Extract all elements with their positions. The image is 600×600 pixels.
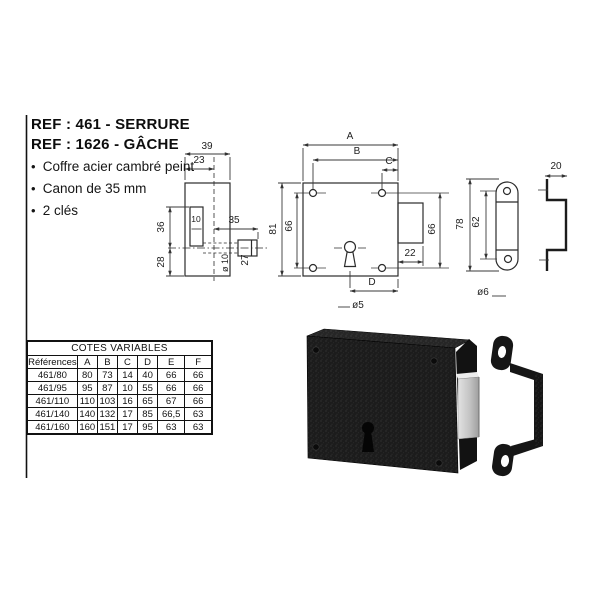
table-cell: 95 <box>137 420 159 435</box>
photo-strike-hole-bottom <box>500 455 510 467</box>
dim-label-D: D <box>368 277 376 288</box>
photo-keyhole <box>362 422 374 452</box>
photo-bolt-top <box>456 372 479 379</box>
table-cell: 461/160 <box>26 420 78 435</box>
follower-slot <box>189 206 204 247</box>
feature-item-cles: 2 clés <box>31 203 78 218</box>
table-cell: 10 <box>116 381 139 395</box>
feature-item-coffre: Coffre acier cambré peint <box>31 159 194 174</box>
ref-line-serrure: REF : 461 - SERRURE <box>31 116 190 133</box>
dim-label-27: 27 <box>240 254 251 266</box>
table-title-row: COTES VARIABLES <box>26 340 213 356</box>
table-cell: 95 <box>76 381 98 395</box>
dim-label-dia5: ø5 <box>352 300 364 311</box>
table-cell: 63 <box>184 420 213 435</box>
dim-label-B: B <box>353 146 361 157</box>
table-cell: 160 <box>76 420 98 435</box>
dim-label-23: 23 <box>193 155 205 166</box>
table-cell: 140 <box>76 407 98 421</box>
keyhole <box>343 240 357 268</box>
column-header: D <box>137 355 159 369</box>
dim-label-78: 78 <box>455 218 466 230</box>
dim-label-66-left: 66 <box>284 220 295 232</box>
table-cell: 17 <box>116 407 139 421</box>
table-cell: 65 <box>137 394 159 408</box>
table-cell: 67 <box>157 394 186 408</box>
strike-profile-line <box>545 179 568 271</box>
table-cell: 461/140 <box>26 407 78 421</box>
table-cell: 461/95 <box>26 381 78 395</box>
table-cell: 63 <box>184 407 213 421</box>
column-header: Références <box>26 355 78 369</box>
dim-label-dia6: ø6 <box>477 287 489 298</box>
dim-label-10: 10 <box>191 214 201 224</box>
product-photo <box>306 328 543 477</box>
dim-label-66-right: 66 <box>427 223 438 235</box>
table-cell: 110 <box>76 394 98 408</box>
table-cell: 55 <box>137 381 159 395</box>
table-cell: 66,5 <box>157 407 186 421</box>
table-cell: 66 <box>184 381 213 395</box>
table-cell: 103 <box>96 394 118 408</box>
column-header: F <box>184 355 213 369</box>
table-cell: 85 <box>137 407 159 421</box>
table-cell: 461/80 <box>26 368 78 382</box>
table-cell: 66 <box>184 394 213 408</box>
table-cell: 132 <box>96 407 118 421</box>
front-view-drawing <box>278 143 449 308</box>
table-cell: 40 <box>137 368 159 382</box>
table-cell: 87 <box>96 381 118 395</box>
dim-label-62: 62 <box>471 216 482 228</box>
photo-screw-holes <box>312 346 443 467</box>
photo-strike-hole-top <box>497 346 507 358</box>
table-title: COTES VARIABLES <box>26 340 213 356</box>
strike-profile-drawing <box>538 174 568 271</box>
table-cell: 66 <box>157 368 186 382</box>
table-cell: 73 <box>96 368 118 382</box>
column-header: E <box>157 355 186 369</box>
feature-item-canon: Canon de 35 mm <box>31 181 147 196</box>
table-cell: 80 <box>76 368 98 382</box>
screw-holes <box>308 188 387 273</box>
column-header: C <box>116 355 139 369</box>
table-cell: 16 <box>116 394 139 408</box>
strike-plate-outline <box>495 181 519 271</box>
table-cell: 151 <box>96 420 118 435</box>
dim-label-C: C <box>385 156 393 167</box>
dim-label-28: 28 <box>156 256 167 268</box>
bolt-outline <box>397 202 424 244</box>
photo-bolt <box>457 376 480 440</box>
column-header: B <box>96 355 118 369</box>
dim-label-A: A <box>346 131 354 142</box>
ref-line-gache: REF : 1626 - GÂCHE <box>31 136 179 153</box>
strike-plate-drawing <box>466 178 519 297</box>
dim-label-35: 35 <box>228 215 240 226</box>
column-header: A <box>76 355 98 369</box>
dim-label-36: 36 <box>156 221 167 233</box>
table-cell: 17 <box>116 420 139 435</box>
table-cell: 461/110 <box>26 394 78 408</box>
table-cell: 14 <box>116 368 139 382</box>
table-cell: 66 <box>184 368 213 382</box>
dim-label-81: 81 <box>268 223 279 235</box>
photo-strike-plate <box>490 335 543 477</box>
dim-label-39: 39 <box>201 141 213 152</box>
dim-label-dia10: ø 10 <box>220 253 230 273</box>
table-cell: 63 <box>157 420 186 435</box>
dim-label-22: 22 <box>404 248 416 259</box>
table-cell: 66 <box>157 381 186 395</box>
dim-label-20: 20 <box>550 161 562 172</box>
